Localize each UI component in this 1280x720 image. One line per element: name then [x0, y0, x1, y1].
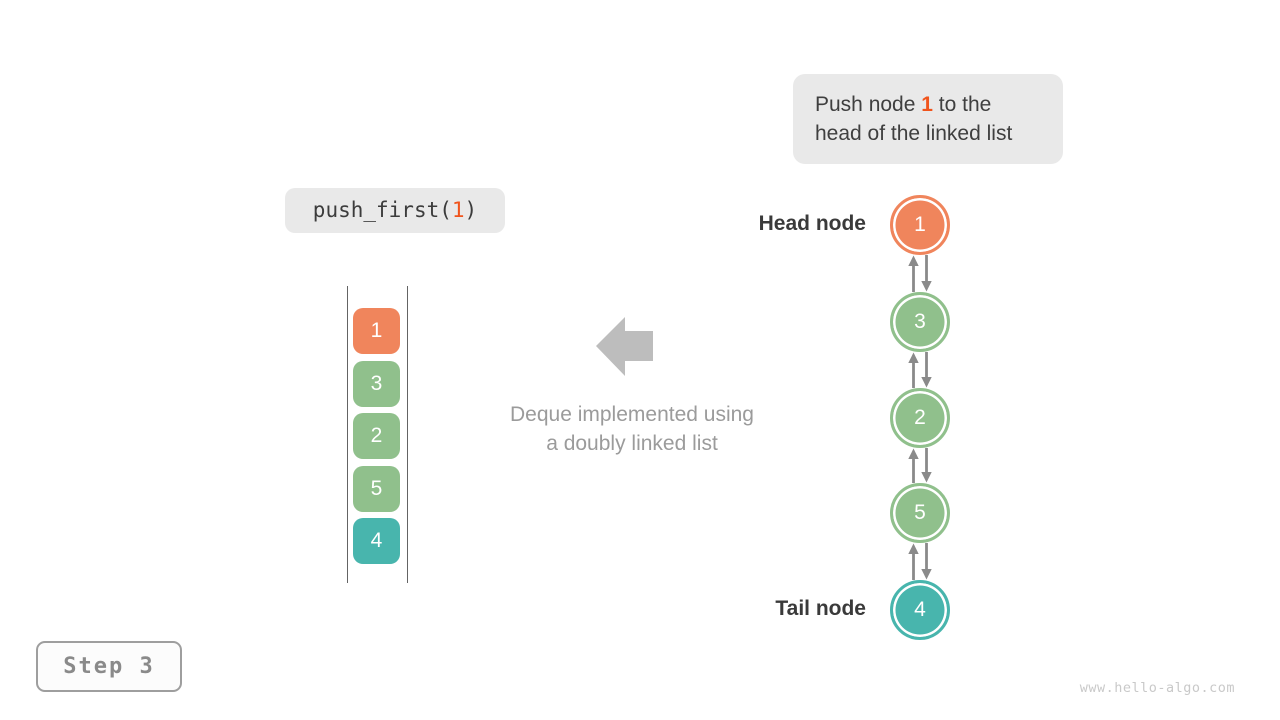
stack-item-3: 3 — [353, 360, 400, 407]
list-node-5: 5 — [890, 483, 950, 543]
stack-item-5: 5 — [353, 465, 400, 512]
callout-text-before: Push node — [815, 93, 922, 116]
callout-text-after: to the head of the linked list — [815, 93, 1013, 145]
head-node-label: Head node — [758, 212, 866, 235]
caption-line2: a doubly linked list — [546, 432, 718, 455]
code-after: ) — [464, 198, 478, 222]
watermark: www.hello-algo.com — [1079, 680, 1235, 696]
caption: Deque implemented using a doubly linked … — [452, 400, 812, 458]
doubly-link-arrows — [904, 543, 936, 585]
big-left-arrow-icon — [596, 317, 653, 376]
stack-rail-left — [346, 286, 349, 583]
code-before: push_first( — [312, 198, 452, 222]
step-badge: Step 3 — [36, 641, 182, 692]
stack-item-4: 4 — [353, 518, 400, 564]
code-chip: push_first(1) — [285, 188, 505, 233]
list-node-4: 4 — [890, 580, 950, 640]
tail-node-label: Tail node — [775, 597, 866, 620]
list-node-3: 3 — [890, 292, 950, 352]
list-node-1: 1 — [890, 195, 950, 255]
stack-item-2: 2 — [353, 413, 400, 459]
doubly-link-arrows — [904, 448, 936, 488]
array-stack: 1 3 2 5 4 — [353, 308, 400, 571]
stack-item-1: 1 — [353, 308, 400, 354]
callout-box: Push node 1 to the head of the linked li… — [793, 74, 1063, 164]
list-node-2: 2 — [890, 388, 950, 448]
stack-rail-right — [406, 286, 409, 583]
caption-line1: Deque implemented using — [510, 403, 754, 426]
code-arg: 1 — [451, 198, 465, 222]
doubly-link-arrows — [904, 255, 936, 297]
doubly-link-arrows — [904, 352, 936, 393]
callout-highlight-value: 1 — [921, 93, 933, 116]
